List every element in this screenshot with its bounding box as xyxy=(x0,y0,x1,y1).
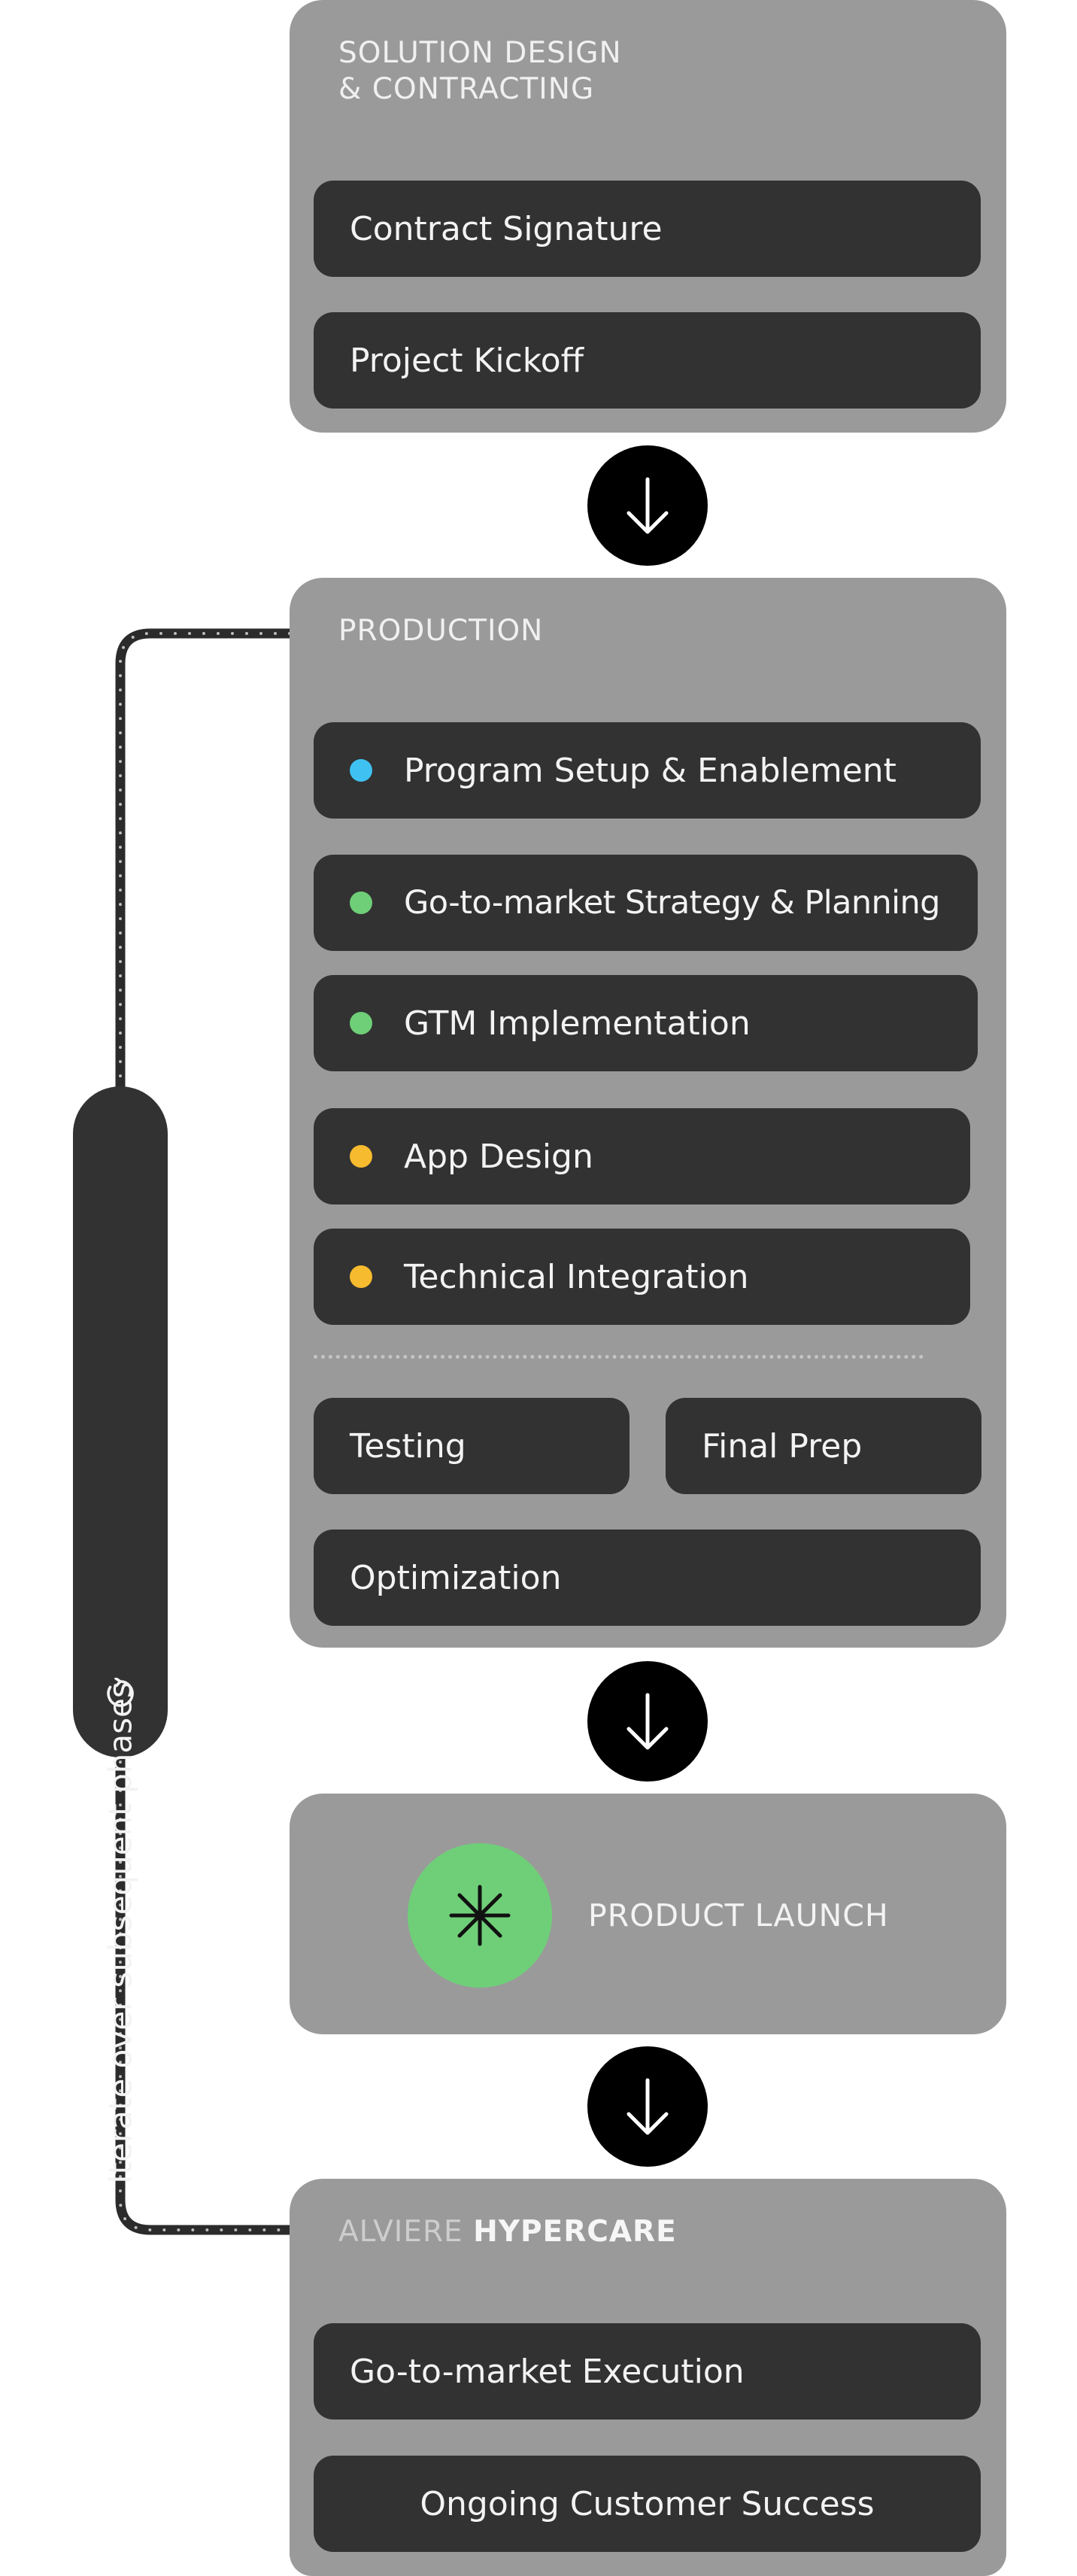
step-label: Go-to-market Strategy & Planning xyxy=(404,884,940,922)
step-program-setup[interactable]: Program Setup & Enablement xyxy=(314,722,981,819)
brand-name: ALVIERE xyxy=(338,2215,463,2249)
step-gtm-implementation[interactable]: GTM Implementation xyxy=(314,975,978,1071)
step-label: Project Kickoff xyxy=(350,341,584,380)
step-optimization[interactable]: Optimization xyxy=(314,1530,981,1626)
status-dot xyxy=(350,1265,372,1288)
refresh-icon xyxy=(107,1678,134,1707)
step-label: Testing xyxy=(350,1426,466,1466)
step-final-prep[interactable]: Final Prep xyxy=(666,1398,981,1494)
phase-name: HYPERCARE xyxy=(473,2215,677,2249)
phase-title-line-1: SOLUTION DESIGN xyxy=(338,36,622,70)
step-ongoing-customer-success[interactable]: Ongoing Customer Success xyxy=(314,2456,981,2552)
step-contract-signature[interactable]: Contract Signature xyxy=(314,181,981,277)
step-gtm-strategy[interactable]: Go-to-market Strategy & Planning xyxy=(314,855,978,951)
step-label: Final Prep xyxy=(702,1426,863,1466)
production-phase: PRODUCTION Program Setup & Enablement Go… xyxy=(290,578,1006,1648)
solution-design-phase: SOLUTION DESIGN & CONTRACTING Contract S… xyxy=(290,0,1006,433)
phase-title: PRODUCTION xyxy=(338,614,544,648)
launch-label: PRODUCT LAUNCH xyxy=(588,1897,889,1934)
step-label: Optimization xyxy=(350,1558,562,1597)
arrow-down-icon xyxy=(587,1661,708,1782)
step-project-kickoff[interactable]: Project Kickoff xyxy=(314,312,981,409)
iterate-label: Iterate over subsequent phases xyxy=(102,1681,139,2184)
step-label: Ongoing Customer Success xyxy=(420,2484,875,2523)
step-gtm-execution[interactable]: Go-to-market Execution xyxy=(314,2323,981,2420)
status-dot xyxy=(350,1145,372,1168)
step-label: App Design xyxy=(404,1137,593,1176)
phase-title-line-2: & CONTRACTING xyxy=(338,72,595,106)
step-app-design[interactable]: App Design xyxy=(314,1108,970,1204)
step-label: Go-to-market Execution xyxy=(350,2352,745,2391)
arrow-down-icon xyxy=(587,445,708,566)
step-technical-integration[interactable]: Technical Integration xyxy=(314,1229,970,1325)
asterisk-icon xyxy=(408,1843,552,1988)
status-dot xyxy=(350,1012,372,1034)
product-launch-phase: PRODUCT LAUNCH xyxy=(290,1794,1006,2034)
status-dot xyxy=(350,892,372,914)
dotted-divider xyxy=(314,1355,924,1359)
arrow-down-icon xyxy=(587,2046,708,2167)
step-label: GTM Implementation xyxy=(404,1004,751,1043)
step-label: Program Setup & Enablement xyxy=(404,751,896,790)
iterate-loop-badge: Iterate over subsequent phases xyxy=(73,1086,168,2184)
phase-title: ALVIERE HYPERCARE xyxy=(338,2214,677,2250)
step-testing[interactable]: Testing xyxy=(314,1398,630,1494)
step-label: Technical Integration xyxy=(404,1257,749,1296)
phase-title: SOLUTION DESIGN & CONTRACTING xyxy=(338,35,622,108)
status-dot xyxy=(350,759,372,782)
step-label: Contract Signature xyxy=(350,209,663,248)
hypercare-phase: ALVIERE HYPERCARE Go-to-market Execution… xyxy=(290,2179,1006,2576)
